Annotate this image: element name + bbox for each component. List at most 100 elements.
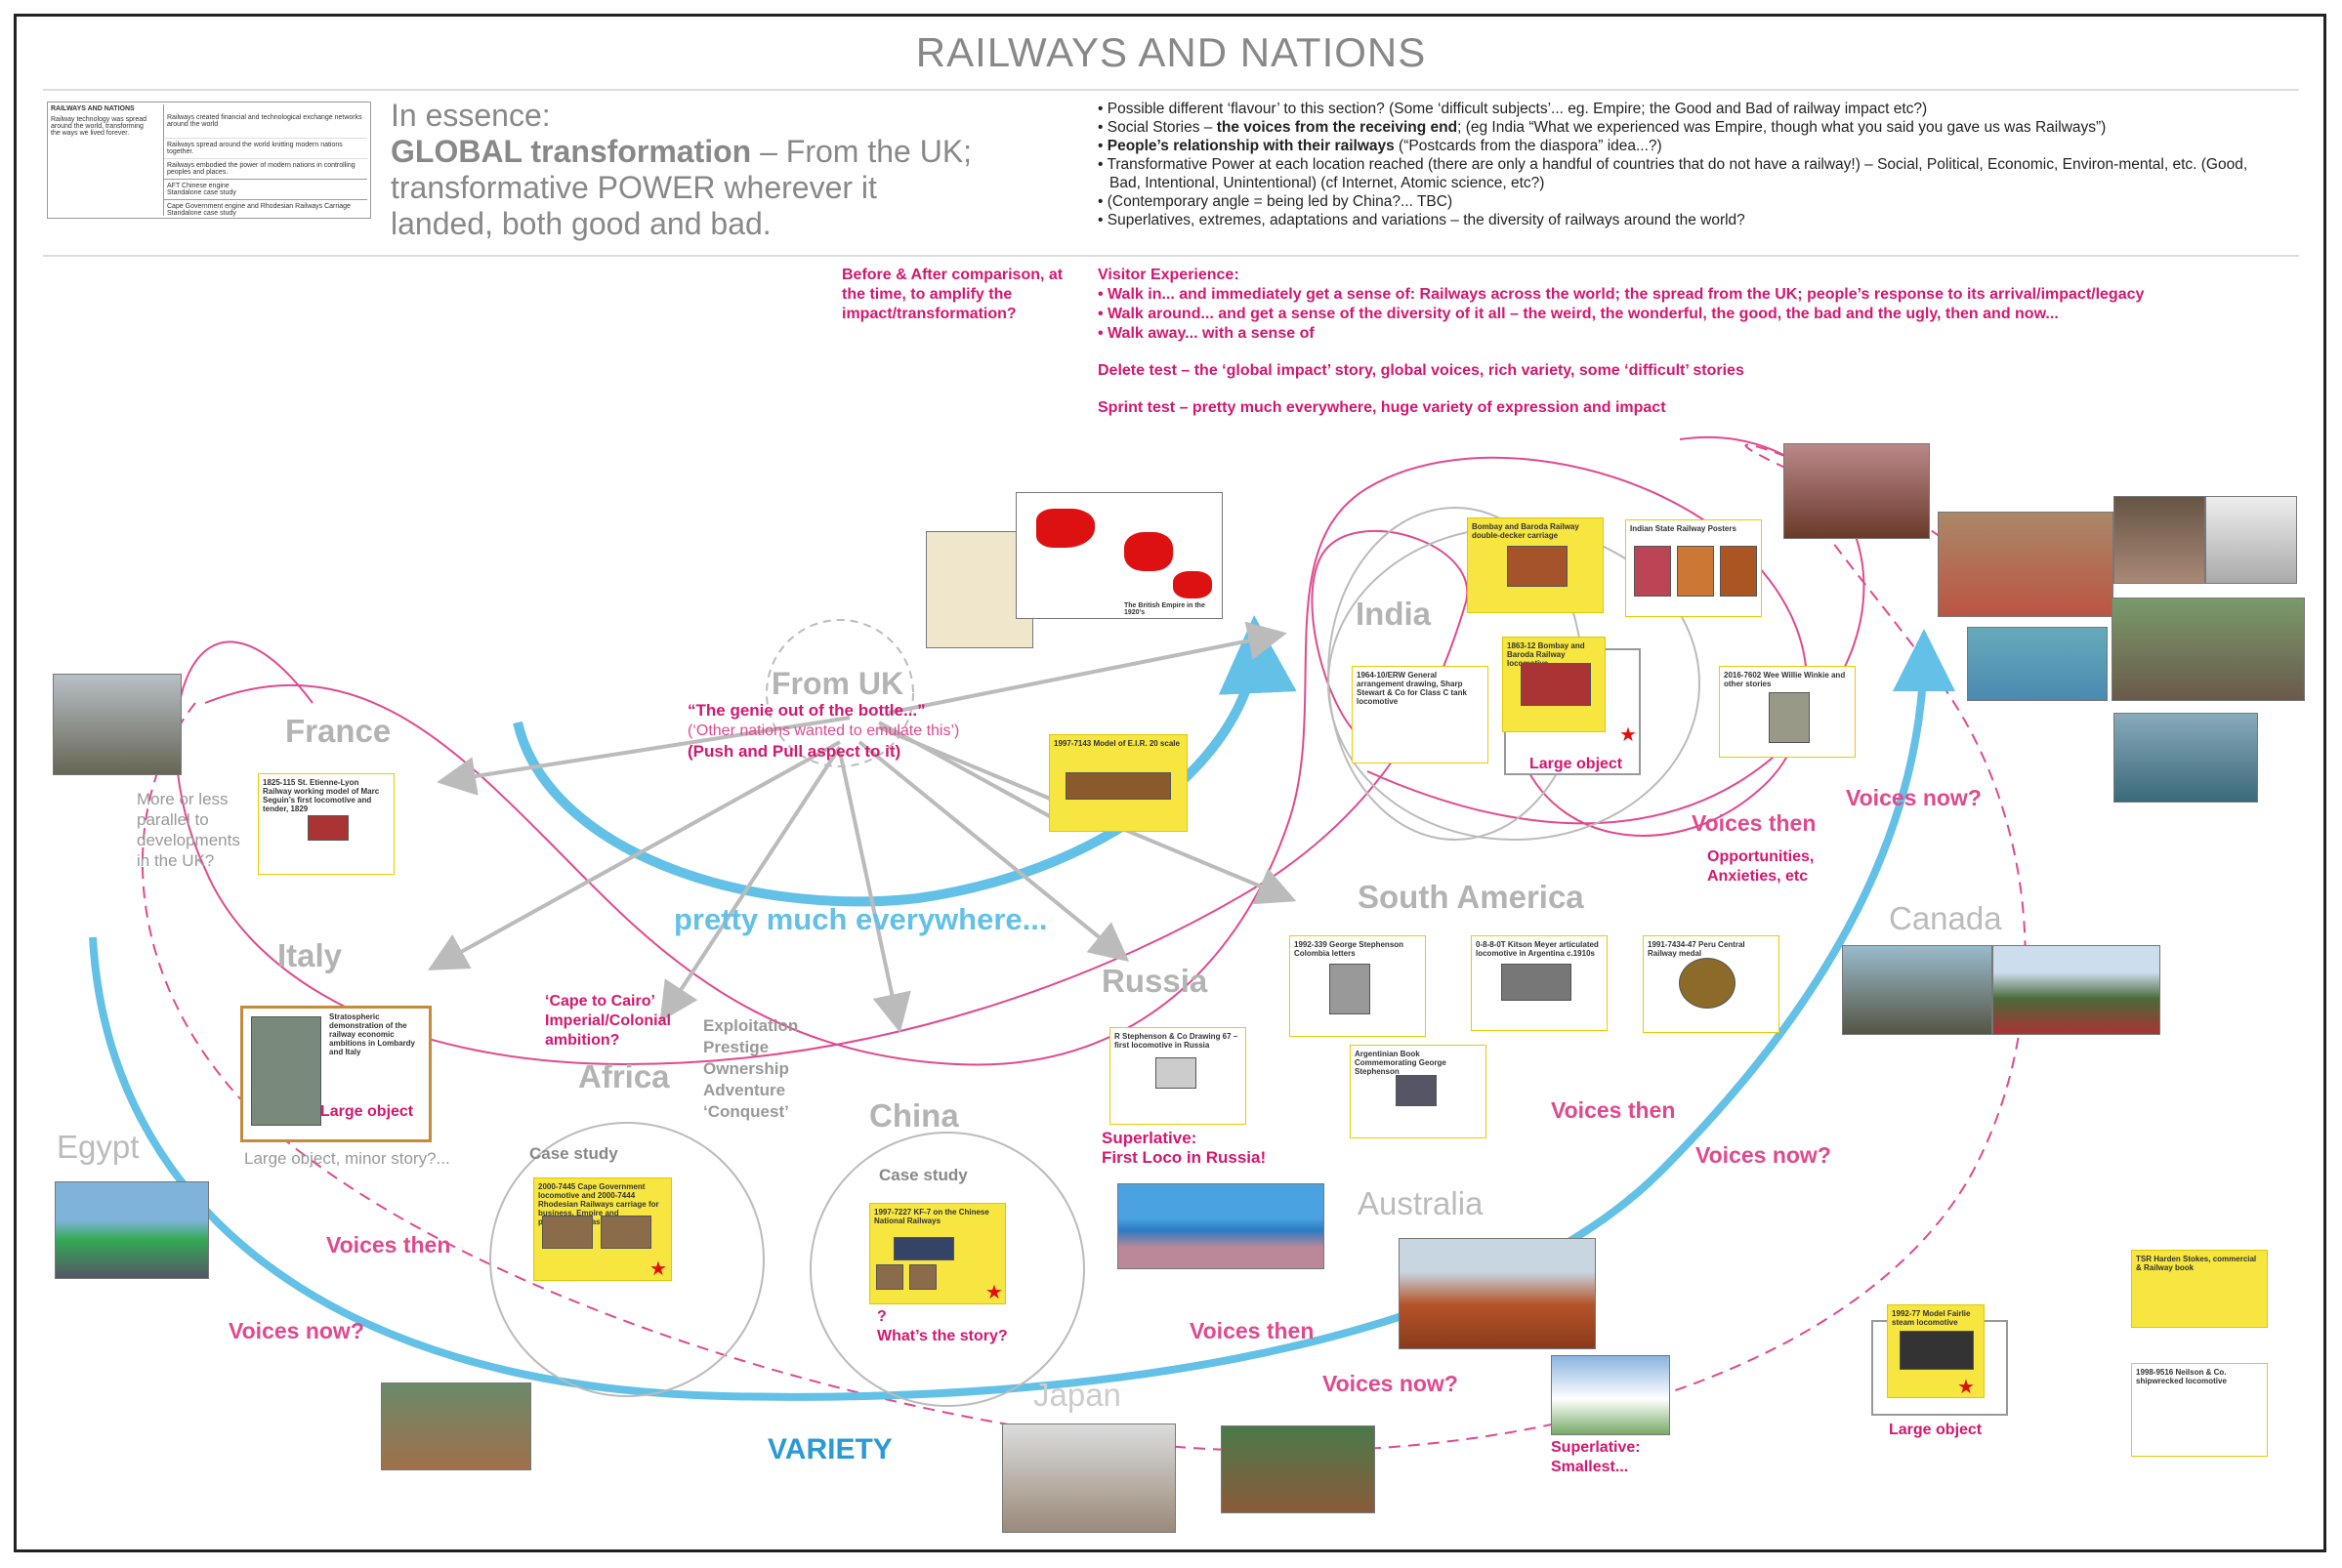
cape-cairo-note: ‘Cape to Cairo’ Imperial/Colonial ambiti… [545, 993, 671, 1049]
card-sa-kitson: 0-8-8-0T Kitson Meyer articulated locomo… [1471, 935, 1608, 1031]
photo-egypt-train [55, 1181, 209, 1279]
essence-statement: In essence: GLOBAL transformation – From… [391, 98, 977, 242]
region-france: France [285, 713, 392, 749]
china-circle [810, 1132, 1085, 1407]
before-after-note: Before & After comparison, at the time, … [842, 267, 1064, 322]
star-icon: ★ [985, 1282, 1003, 1303]
visitor-item: • Walk away... with a sense of [1098, 325, 1315, 342]
summary-row: Railways spread around the world knittin… [164, 139, 367, 159]
bullet: • (Contemporary angle = being led by Chi… [1098, 193, 1453, 210]
region-egypt: Egypt [57, 1129, 140, 1165]
summary-row: Cape Government engine and Rhodesian Rai… [167, 203, 351, 217]
blue-arrow-pretty-much [513, 615, 1297, 907]
large-object-minor-note: Large object, minor story?... [244, 1149, 450, 1168]
summary-document: RAILWAYS AND NATIONS Railway technology … [47, 102, 371, 219]
star-icon: ★ [649, 1259, 667, 1280]
essence-bold: GLOBAL transformation [391, 134, 752, 169]
region-india: India [1356, 596, 1432, 632]
world-map-image [926, 531, 1033, 648]
summary-row: AFT Chinese engine Standalone case study [164, 180, 367, 200]
photo-india-overcrowded-train [2112, 598, 2305, 701]
voices-then-sa: Voices then [1551, 1097, 1676, 1123]
case-study-africa: Case study [529, 1144, 618, 1163]
card-india-carriage: Bombay and Baroda Railway double-decker … [1467, 517, 1604, 613]
card-italy: Stratospheric demonstration of the railw… [240, 1006, 432, 1142]
hub-genie-sub: (‘Other nations wanted to emulate this’) [688, 722, 960, 739]
summary-left-text: Railway technology was spread around the… [51, 116, 147, 137]
hub-label: From UK [772, 666, 904, 701]
photo-sea-bridge [1967, 627, 2108, 701]
photo-coast-train [1117, 1183, 1324, 1269]
photo-india-laundry [2205, 496, 2297, 584]
card-neilson: 1998-9516 Neilson & Co. shipwrecked loco… [2131, 1363, 2268, 1457]
visitor-item: • Walk around... and get a sense of the … [1098, 306, 2059, 322]
photo-station-crowd [53, 674, 182, 775]
poster-frame [14, 14, 2326, 1552]
bullet: • People’s relationship with their railw… [1098, 138, 1662, 154]
blue-arrow-variety [89, 629, 1955, 1401]
notes-bullets: • Possible different ‘flavour’ to this s… [1098, 100, 2270, 229]
photo-india-carriage-interior [1783, 443, 1930, 539]
voices-then-india: Voices then [1692, 810, 1817, 836]
card-india-drawing: 1964-10/ERW General arrangement drawing,… [1352, 666, 1488, 763]
variety-label: VARIETY [768, 1433, 893, 1465]
voices-now-sa: Voices now? [1695, 1142, 1831, 1168]
hub-genie: “The genie out of the bottle...” [688, 701, 926, 720]
photo-canada-dome-car [1842, 945, 1992, 1035]
voices-then-africa: Voices then [326, 1232, 451, 1258]
card-russia-drawing: R Stephenson & Co Drawing 67 – first loc… [1109, 1027, 1246, 1125]
summary-row: Railways embodied the power of modern na… [164, 159, 367, 180]
first-loco-note: First Loco in Russia! [1102, 1148, 1267, 1167]
large-object-italy: Large object [320, 1103, 414, 1120]
card-uk-box: 1997-7143 Model of E.I.R. 20 scale [1049, 734, 1188, 832]
superlative-small: Superlative: [1551, 1439, 1641, 1456]
voices-now-australia: Voices now? [1322, 1371, 1458, 1396]
card-harden-stokes: TSR Harden Stokes, commercial & Railway … [2131, 1250, 2268, 1328]
large-object-india: Large object [1529, 756, 1623, 772]
region-africa: Africa [578, 1058, 670, 1094]
star-icon: ★ [1957, 1377, 1975, 1398]
bullet: • Superlatives, extremes, adaptations an… [1098, 212, 1745, 228]
pretty-much-label: pretty much everywhere... [674, 902, 1048, 936]
china-story-note: What’s the story? [877, 1328, 1008, 1344]
essence-intro: In essence: [391, 98, 551, 133]
pink-loop-lower [175, 530, 1469, 1066]
card-africa: 2000-7445 Cape Government locomotive and… [533, 1177, 672, 1281]
summary-heading: RAILWAYS AND NATIONS [51, 105, 135, 112]
region-russia: Russia [1102, 963, 1208, 999]
card-russia-book: Argentinian Book Commemorating George St… [1350, 1045, 1486, 1138]
opportunities-note: Opportunities, Anxieties, etc [1707, 848, 1815, 885]
region-canada: Canada [1889, 900, 2002, 936]
summary-row: Railways created financial and technolog… [164, 104, 367, 139]
smallest-note: Smallest... [1551, 1459, 1629, 1475]
bullet: • Possible different ‘flavour’ to this s… [1098, 101, 1928, 117]
region-japan: Japan [1033, 1377, 1121, 1413]
delete-test: Delete test – the ‘global impact’ story,… [1098, 362, 1744, 379]
bullet: • Social Stories – the voices from the r… [1098, 119, 2107, 136]
photo-india-crowd [2113, 496, 2205, 584]
bullet: • Transformative Power at each location … [1098, 156, 2248, 191]
pink-dashed-loop [141, 458, 2027, 1453]
voices-now-egypt: Voices now? [229, 1318, 364, 1343]
essence-rest: – From the UK; transformative POWER wher… [391, 134, 973, 241]
card-india-locomotive: 1863-12 Bombay and Baroda Railway locomo… [1502, 637, 1606, 732]
superlative-russia: Superlative: [1102, 1129, 1197, 1147]
china-question: ? [877, 1308, 887, 1325]
british-empire-map: The British Empire in the 1920’s [1016, 492, 1223, 619]
region-italy: Italy [277, 937, 343, 973]
card-china: 1997-7227 KF-7 on the Chinese National R… [869, 1203, 1006, 1304]
hub-push-pull: (Push and Pull aspect to it) [688, 742, 901, 761]
visitor-heading: Visitor Experience: [1098, 267, 1239, 283]
photo-australia-train [1399, 1238, 1596, 1349]
poster-title: RAILWAYS AND NATIONS [915, 29, 1427, 75]
photo-japan-maglev [1002, 1424, 1176, 1533]
star-icon: ★ [1619, 724, 1637, 746]
visitor-item: • Walk in... and immediately get a sense… [1098, 286, 2145, 303]
region-china: China [869, 1097, 959, 1134]
photo-africa-train [381, 1382, 531, 1470]
card-sa-letters: 1992-339 George Stephenson Colombia lett… [1289, 935, 1426, 1037]
case-study-china: Case study [879, 1166, 968, 1184]
visitor-experience: Visitor Experience: • Walk in... and imm… [1098, 266, 2270, 418]
region-australia: Australia [1358, 1185, 1484, 1221]
region-south-america: South America [1358, 879, 1584, 915]
